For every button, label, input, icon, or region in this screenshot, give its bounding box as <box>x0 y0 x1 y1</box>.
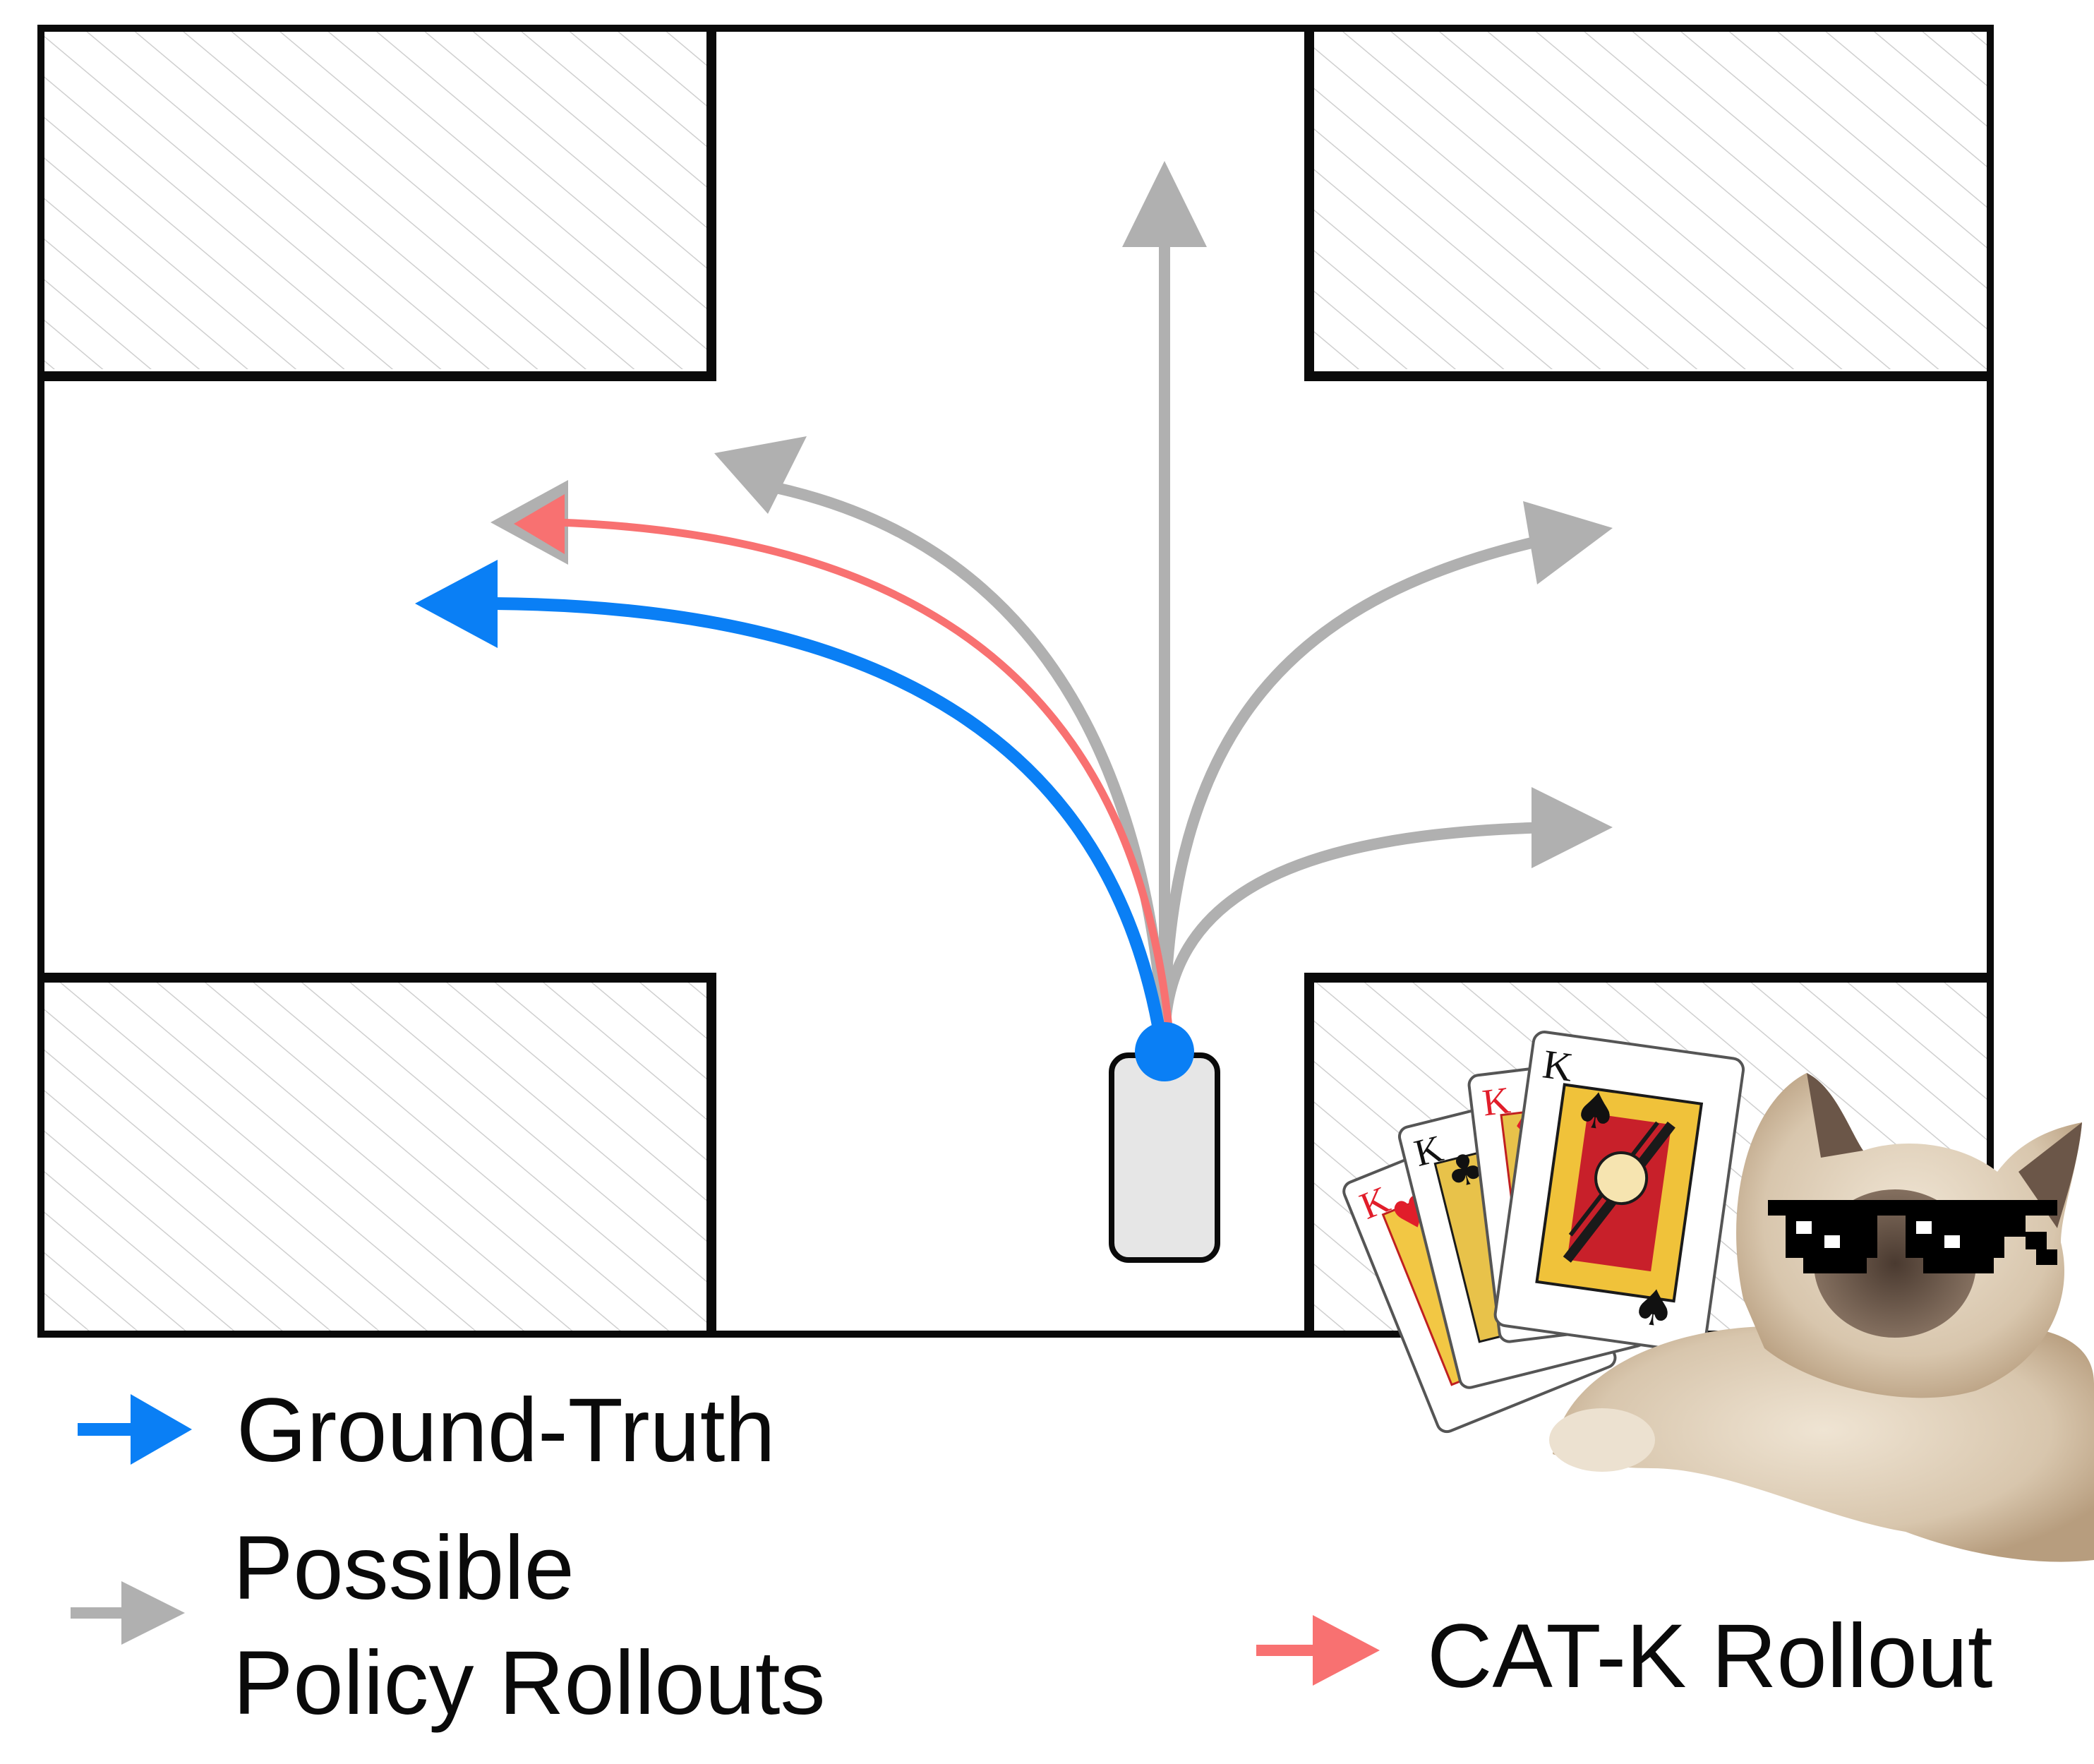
legend-possible-label-line1: Possible <box>233 1518 574 1619</box>
arrowhead-right-lower <box>1532 787 1613 868</box>
arrowhead-left-wide <box>714 436 807 514</box>
legend-catk: CAT-K Rollout <box>1256 1606 1992 1707</box>
legend-possible-arrow-icon <box>121 1581 185 1645</box>
road-edge-top-right <box>1304 28 1990 381</box>
road-edges <box>41 28 1990 1334</box>
building-top-right <box>1309 28 1990 369</box>
map-frame <box>37 25 1994 1338</box>
legend-ground-truth: Ground-Truth <box>78 1380 776 1481</box>
catk-rollout-path <box>553 518 1174 1045</box>
cat-ear-right <box>2018 1122 2082 1228</box>
playing-cards-icon: K ♥ K ♣ K ♦ K ♠ ♠ <box>1342 1031 1745 1434</box>
ground-truth-arrowhead <box>415 560 498 648</box>
legend-ground-truth-arrow-icon <box>131 1394 192 1465</box>
legend-catk-label: CAT-K Rollout <box>1427 1606 1992 1707</box>
card-spades-suit: ♠ <box>1570 1079 1623 1143</box>
arrowhead-right-upper <box>1523 501 1613 584</box>
card-spades-rank: K <box>1540 1040 1576 1090</box>
ground-truth-path <box>488 597 1167 1048</box>
card-king-spades: K ♠ ♠ <box>1493 1031 1745 1354</box>
legend-possible-label-line2: Policy Rollouts <box>233 1633 825 1734</box>
building-bottom-left <box>41 981 711 1334</box>
legend-possible-rollouts: Possible Policy Rollouts <box>71 1518 825 1734</box>
pixel-sunglasses <box>1768 1200 2057 1273</box>
start-point <box>1135 1022 1194 1081</box>
road-edge-bottom-right <box>1304 973 1990 1334</box>
cat-paw <box>1549 1408 1655 1472</box>
card-diamonds-rank: K <box>1480 1079 1512 1124</box>
road-edge-bottom-left <box>41 973 716 1334</box>
rollout-right-upper <box>1159 531 1565 1047</box>
cat-ear-left <box>1807 1073 1863 1158</box>
arrowhead-straight <box>1122 161 1207 247</box>
legend: Ground-Truth Possible Policy Rollouts CA… <box>71 1380 1992 1734</box>
vehicle-icon <box>1109 1052 1220 1263</box>
building-top-left <box>41 28 711 369</box>
catk-rollout-arrowhead <box>514 494 565 554</box>
legend-ground-truth-label: Ground-Truth <box>236 1380 776 1481</box>
road-edge-top-left <box>41 28 716 381</box>
legend-catk-arrow-icon <box>1313 1615 1380 1686</box>
card-spades-suit-bottom: ♠ <box>1628 1276 1680 1340</box>
rollout-right-lower <box>1159 822 1558 1047</box>
possible-rollouts <box>767 231 1565 1047</box>
cat-with-sunglasses-icon <box>1549 1073 2094 1562</box>
